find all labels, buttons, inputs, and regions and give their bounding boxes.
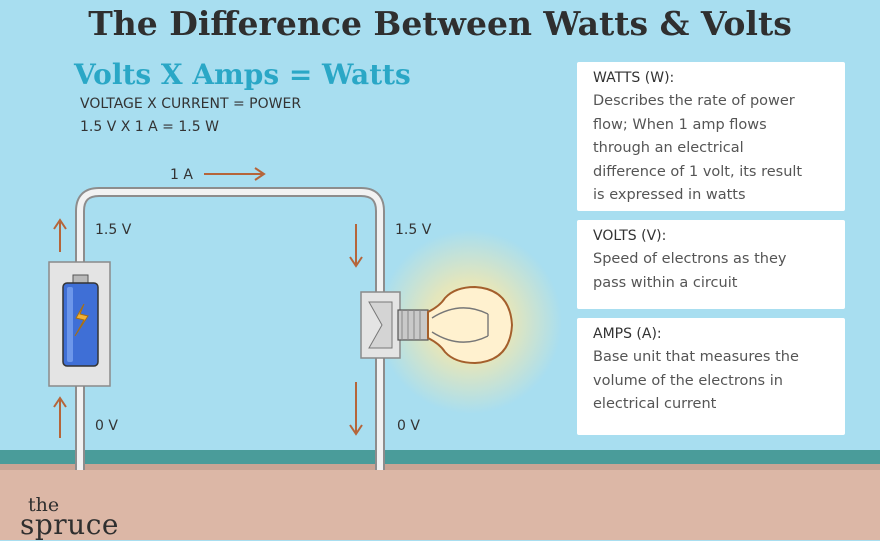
circuit-wire bbox=[75, 187, 385, 470]
brand-logo-line1: the bbox=[28, 494, 60, 516]
left-bottom-voltage-label: 0 V bbox=[95, 418, 118, 434]
amps-line: volume of the electrons in bbox=[593, 372, 783, 389]
volts-description: Speed of electrons as they pass within a… bbox=[593, 248, 831, 295]
left-top-up-arrow bbox=[53, 218, 67, 252]
right-top-voltage-label: 1.5 V bbox=[395, 222, 432, 238]
watts-card: WATTS (W): Describes the rate of power f… bbox=[577, 62, 845, 211]
right-top-down-arrow bbox=[349, 224, 363, 268]
brand-logo-line2: spruce bbox=[20, 508, 119, 541]
ground-floor bbox=[0, 470, 880, 540]
amps-card: AMPS (A): Base unit that measures the vo… bbox=[577, 318, 845, 435]
equation-values: 1.5 V X 1 A = 1.5 W bbox=[80, 119, 219, 135]
watts-line: flow; When 1 amp flows bbox=[593, 116, 767, 133]
watts-description: Describes the rate of power flow; When 1… bbox=[593, 90, 831, 208]
right-bottom-voltage-label: 0 V bbox=[397, 418, 420, 434]
watts-line: Describes the rate of power bbox=[593, 93, 795, 109]
page-title: The Difference Between Watts & Volts bbox=[88, 4, 792, 43]
watts-line: difference of 1 volt, its result bbox=[593, 163, 803, 180]
watts-heading: WATTS (W): bbox=[593, 70, 675, 86]
light-bulb-icon bbox=[397, 285, 514, 365]
formula-heading: Volts X Amps = Watts bbox=[74, 58, 411, 91]
current-arrow bbox=[204, 167, 266, 181]
current-label: 1 A bbox=[170, 167, 193, 183]
volts-card: VOLTS (V): Speed of electrons as they pa… bbox=[577, 220, 845, 309]
watts-line: through an electrical bbox=[593, 140, 744, 156]
ground-strip bbox=[0, 450, 880, 464]
amps-heading: AMPS (A): bbox=[593, 326, 662, 342]
equation-words: VOLTAGE X CURRENT = POWER bbox=[80, 96, 302, 112]
volts-line: Speed of electrons as they bbox=[593, 251, 787, 267]
amps-line: electrical current bbox=[593, 396, 717, 412]
right-bottom-down-arrow bbox=[349, 382, 363, 436]
amps-line: Base unit that measures the bbox=[593, 349, 799, 365]
left-bottom-up-arrow bbox=[53, 396, 67, 438]
volts-line: pass within a circuit bbox=[593, 274, 738, 291]
left-top-voltage-label: 1.5 V bbox=[95, 222, 132, 238]
battery-icon bbox=[62, 274, 99, 367]
ground-shadow bbox=[0, 464, 880, 470]
amps-description: Base unit that measures the volume of th… bbox=[593, 346, 831, 417]
volts-heading: VOLTS (V): bbox=[593, 228, 667, 244]
socket-mount bbox=[368, 301, 393, 349]
watts-line: is expressed in watts bbox=[593, 187, 746, 203]
